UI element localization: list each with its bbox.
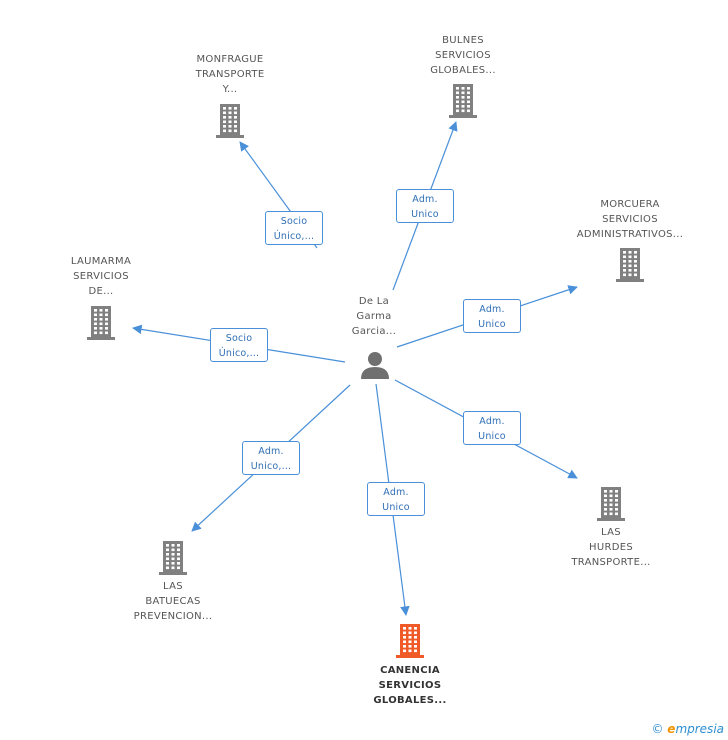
edge-label-line: Unico <box>478 319 506 330</box>
building-icon[interactable] <box>449 84 477 122</box>
company-name-line: LAUMARMA <box>70 256 132 267</box>
building-icon[interactable] <box>597 487 625 525</box>
building-icon[interactable] <box>216 104 244 142</box>
building-icon[interactable] <box>87 306 115 344</box>
edge-label-line: Adm. <box>383 487 409 498</box>
edge-label-line: Adm. <box>412 194 438 205</box>
company-node-canencia[interactable]: CANENCIA SERVICIOS GLOBALES... <box>350 663 470 708</box>
edge-label-batuecas[interactable]: Adm. Unico,... <box>242 441 300 475</box>
company-name-line: SERVICIOS <box>435 50 491 61</box>
company-name-line: DE... <box>88 286 114 297</box>
edge-label-line: Unico <box>478 431 506 442</box>
edge-label-canencia[interactable]: Adm. Unico <box>367 482 425 516</box>
edge-label-line: Adm. <box>479 304 505 315</box>
edge-label-line: Único,... <box>273 231 315 242</box>
company-name-line: Y... <box>222 84 238 95</box>
footer-brand: © empresia <box>651 722 724 736</box>
edge-label-line: Adm. <box>479 416 505 427</box>
edge-label-line: Único,... <box>218 348 260 359</box>
company-name-line: BATUECAS <box>145 596 201 607</box>
company-name-line: TRANSPORTE <box>195 69 265 80</box>
company-name-line: MORCUERA <box>600 199 660 210</box>
edge-label-line: Unico,... <box>250 461 292 472</box>
person-name-line: Garma <box>356 311 392 322</box>
copyright-symbol: © <box>651 722 664 736</box>
company-node-laumarma[interactable]: LAUMARMA SERVICIOS DE... <box>41 254 161 299</box>
company-node-hurdes[interactable]: LAS HURDES TRANSPORTE... <box>551 525 671 570</box>
company-name-line: SERVICIOS <box>602 214 658 225</box>
edge-label-line: Socio <box>280 216 308 227</box>
company-name-line: LAS <box>601 527 621 538</box>
building-icon[interactable] <box>616 248 644 286</box>
company-node-morcuera[interactable]: MORCUERA SERVICIOS ADMINISTRATIVOS... <box>570 197 690 242</box>
company-name-line: GLOBALES... <box>430 65 496 76</box>
company-name-line: CANENCIA <box>380 665 440 676</box>
edge-label-line: Unico <box>411 209 439 220</box>
company-name-line: ADMINISTRATIVOS... <box>576 229 684 240</box>
edge-label-line: Socio <box>225 333 253 344</box>
edge-label-line: Unico <box>382 502 410 513</box>
company-name-line: LAS <box>163 581 183 592</box>
company-name-line: SERVICIOS <box>73 271 129 282</box>
brand-logo-e: e <box>667 722 676 736</box>
edge-label-line: Adm. <box>258 446 284 457</box>
company-name-line: GLOBALES... <box>373 695 447 706</box>
person-node[interactable]: De La Garma Garcia... <box>334 294 414 339</box>
company-node-bulnes[interactable]: BULNES SERVICIOS GLOBALES... <box>403 33 523 78</box>
building-icon[interactable] <box>159 541 187 579</box>
company-name-line: MONFRAGUE <box>196 54 264 65</box>
person-name-line: Garcia... <box>351 326 397 337</box>
edge-label-bulnes[interactable]: Adm. Unico <box>396 189 454 223</box>
person-name-line: De La <box>358 296 390 307</box>
person-icon <box>361 352 389 379</box>
company-name-line: PREVENCION... <box>133 611 213 622</box>
company-node-batuecas[interactable]: LAS BATUECAS PREVENCION... <box>113 579 233 624</box>
building-icon[interactable] <box>396 624 424 662</box>
brand-logo-text: mpresia <box>675 722 724 736</box>
edge-label-hurdes[interactable]: Adm. Unico <box>463 411 521 445</box>
company-name-line: TRANSPORTE... <box>571 557 651 568</box>
company-name-line: BULNES <box>442 35 484 46</box>
company-node-monfrague[interactable]: MONFRAGUE TRANSPORTE Y... <box>170 52 290 97</box>
company-name-line: HURDES <box>589 542 633 553</box>
edge-label-morcuera[interactable]: Adm. Unico <box>463 299 521 333</box>
company-name-line: SERVICIOS <box>378 680 442 691</box>
